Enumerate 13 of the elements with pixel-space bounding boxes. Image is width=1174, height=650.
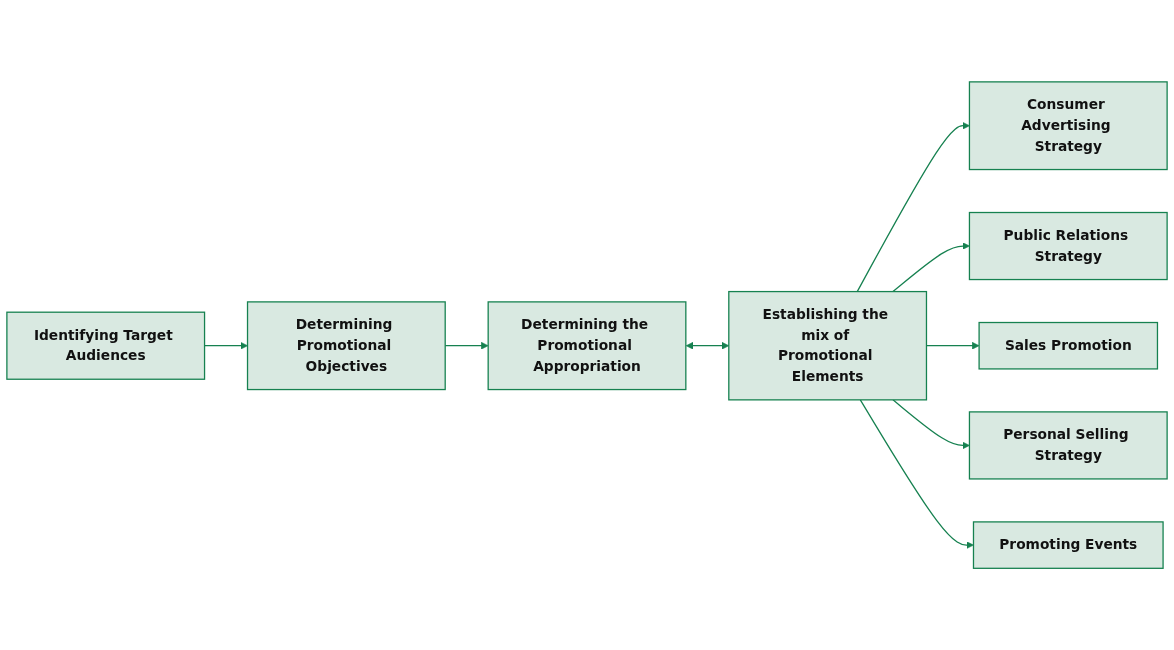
arrow (856, 121, 970, 293)
node-box: Public Relations Strategy (968, 211, 1168, 281)
arrow (892, 242, 970, 293)
arrow (892, 399, 970, 450)
arrow (859, 399, 974, 549)
node-box: Personal Selling Strategy (968, 411, 1168, 480)
node-box: Determining Promotional Objectives (246, 301, 446, 391)
node-box: Promoting Events (972, 521, 1164, 569)
node-box: Consumer Advertising Strategy (968, 81, 1168, 171)
node-box: Determining the Promotional Appropriation (487, 301, 687, 391)
node-box: Sales Promotion (978, 321, 1159, 370)
node-box: Establishing the mix of Promotional Elements (728, 290, 928, 401)
node-box: Identifying Target Audiences (6, 311, 206, 380)
